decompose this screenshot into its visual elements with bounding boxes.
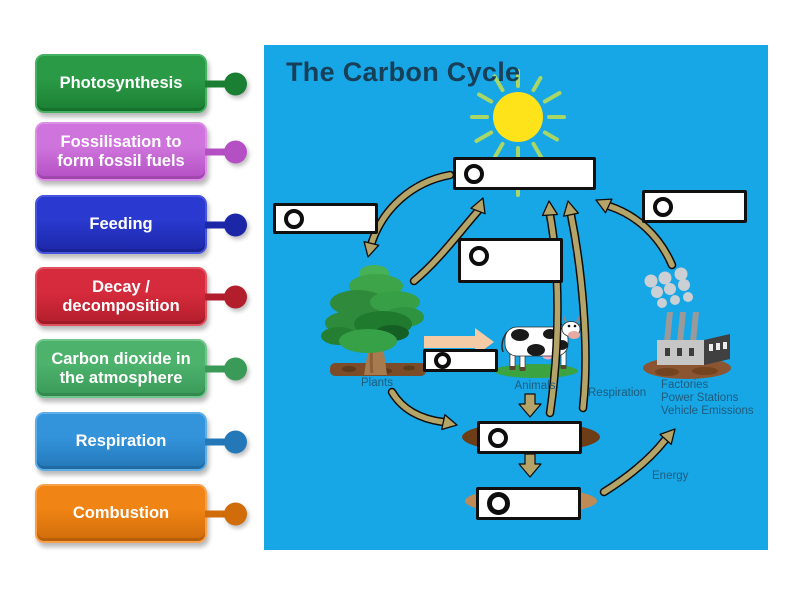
tree-icon [321,265,426,376]
arrow-soil-to-atmosphere [541,200,562,418]
arrow-respiration-to-atmosphere [562,200,590,413]
connector-stub [205,221,227,228]
diagram-title: The Carbon Cycle [286,57,521,87]
label-text: Photosynthesis [59,74,183,93]
arrow-plants-to-soil [387,387,458,431]
caption-factories-line2: Power Stations [661,392,739,404]
connector-stub [205,80,227,87]
connector-knob [224,357,247,380]
caption-factories-line1: Factories [661,379,709,391]
caption-plants: Plants [361,377,393,389]
connector-knob [224,430,247,453]
label-text: Respiration [75,432,167,451]
connector-stub [205,510,227,517]
label-feeding[interactable]: Feeding [35,195,247,254]
diagram-canvas: Plants Animals Respiration Factories Pow… [264,45,768,550]
label-text: Fossilisation to form fossil fuels [57,133,185,170]
label-text: Combustion [72,504,170,523]
label-decay[interactable]: Decay / decomposition [35,267,247,326]
drop-target-center[interactable] [458,238,563,283]
caption-factories-line3: Vehicle Emissions [661,405,754,417]
drop-circle-icon [487,492,510,515]
connector-stub [205,365,227,372]
caption-energy: Energy [652,470,689,482]
arrow-animals-to-soil [518,393,542,418]
label-text: Decay / decomposition [62,278,180,315]
carbon-cycle-illustration: Plants Animals Respiration Factories Pow… [321,69,754,514]
arrow-plants-to-atmosphere [409,197,486,286]
connector-knob [224,213,247,236]
drop-target-top-center[interactable] [453,157,596,190]
drop-target-fossil-fuels[interactable] [476,487,581,520]
drop-target-soil[interactable] [477,421,582,454]
label-photosynthesis[interactable]: Photosynthesis [35,54,247,113]
factory-icon [643,267,731,379]
drop-target-top-right[interactable] [642,190,747,223]
drop-target-top-left[interactable] [273,203,378,234]
arrow-soil-to-fossil-fuels [518,453,542,478]
connector-knob [224,140,247,163]
caption-respiration: Respiration [588,387,646,399]
drop-circle-icon [284,208,304,229]
label-carbon-dioxide[interactable]: Carbon dioxide in the atmosphere [35,339,247,398]
connector-knob [224,72,247,95]
arrow-factory-to-atmosphere [595,198,677,270]
connector-knob [224,502,247,525]
label-fossilisation[interactable]: Fossilisation to form fossil fuels [35,122,247,181]
cow-icon [494,316,586,378]
label-text: Carbon dioxide in the atmosphere [51,350,191,387]
carbon-flow-arrows [363,170,677,497]
drop-circle-icon [464,163,484,184]
connector-stub [205,148,227,155]
arrow-fossil-fuels-to-factory [599,428,676,497]
connector-stub [205,438,227,445]
connector-knob [224,285,247,308]
connector-stub [205,293,227,300]
drop-circle-icon [469,246,489,266]
label-respiration[interactable]: Respiration [35,412,247,471]
label-text: Feeding [89,215,153,234]
drop-circle-icon [434,352,451,369]
label-combustion[interactable]: Combustion [35,484,247,543]
drop-circle-icon [488,427,508,448]
drop-circle-icon [653,196,673,217]
drop-target-plants-to-animals[interactable] [423,349,498,372]
caption-animals: Animals [515,380,556,392]
